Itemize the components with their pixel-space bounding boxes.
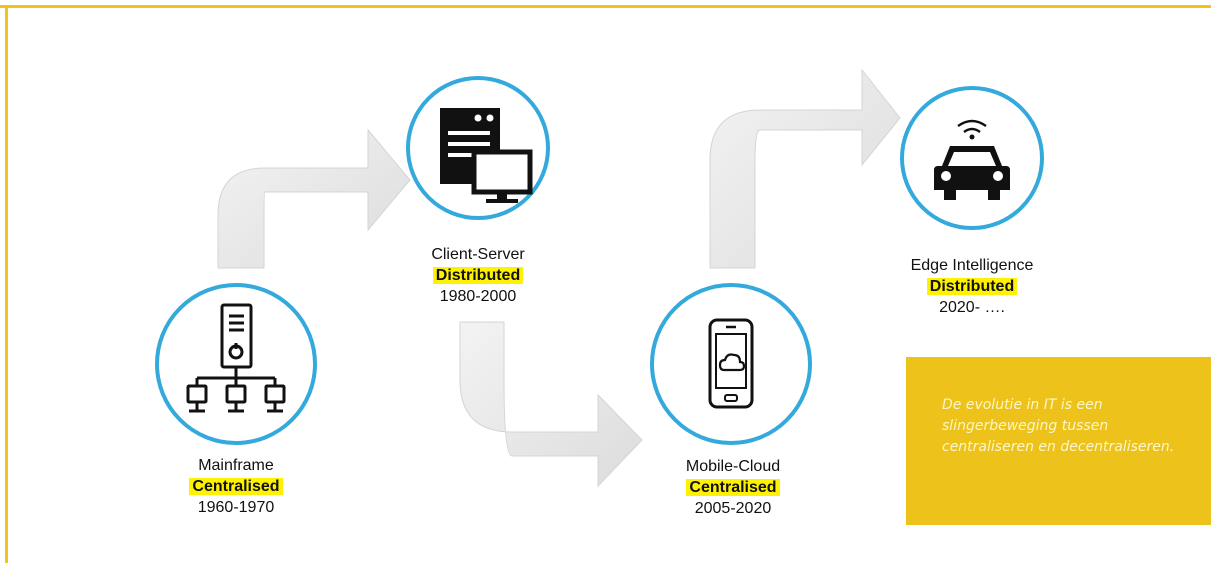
stage-client-server-label: Client-Server Distributed 1980-2000: [368, 244, 588, 307]
stage-type-highlight: Centralised: [189, 478, 283, 495]
frame-left-border: [5, 5, 8, 563]
stage-name: Edge Intelligence: [910, 257, 1034, 274]
connected-car-icon: [934, 119, 1010, 200]
frame-top-border: [0, 5, 1211, 8]
stage-edge-intelligence-label: Edge Intelligence Distributed 2020- ….: [862, 255, 1082, 318]
mainframe-node: [155, 283, 317, 445]
stage-mobile-cloud-label: Mobile-Cloud Centralised 2005-2020: [623, 456, 843, 519]
summary-note-box: De evolutie in IT is een slingerbeweging…: [906, 357, 1211, 525]
arrow-mobile-cloud-to-edge: [709, 68, 901, 269]
stage-name: Mainframe: [198, 457, 274, 474]
stage-type: Distributed: [368, 265, 588, 286]
arrow-mainframe-to-client-server: [217, 128, 411, 269]
stage-name: Mobile-Cloud: [685, 458, 781, 475]
stage-type-highlight: Distributed: [926, 278, 1018, 295]
arrow-client-server-to-mobile-cloud: [459, 321, 643, 488]
server-monitor-icon: [440, 108, 533, 203]
stage-years: 2005-2020: [694, 500, 772, 517]
stage-years: 1980-2000: [439, 288, 517, 305]
mainframe-icon: [186, 303, 286, 413]
stage-type: Centralised: [623, 477, 843, 498]
stage-type: Centralised: [126, 476, 346, 497]
stage-type-highlight: Centralised: [686, 479, 780, 496]
stage-type: Distributed: [862, 276, 1082, 297]
stage-name: Client-Server: [431, 246, 525, 263]
stage-type-highlight: Distributed: [432, 267, 524, 284]
stage-mainframe-label: Mainframe Centralised 1960-1970: [126, 455, 346, 518]
stage-years: 1960-1970: [197, 499, 275, 516]
smartphone-cloud-icon: [708, 318, 754, 409]
summary-note-text: De evolutie in IT is een slingerbeweging…: [942, 397, 1175, 455]
edge-intelligence-node: [900, 86, 1044, 230]
client-server-node: [406, 76, 550, 220]
mobile-cloud-node: [650, 283, 812, 445]
stage-years: 2020- ….: [939, 299, 1005, 316]
